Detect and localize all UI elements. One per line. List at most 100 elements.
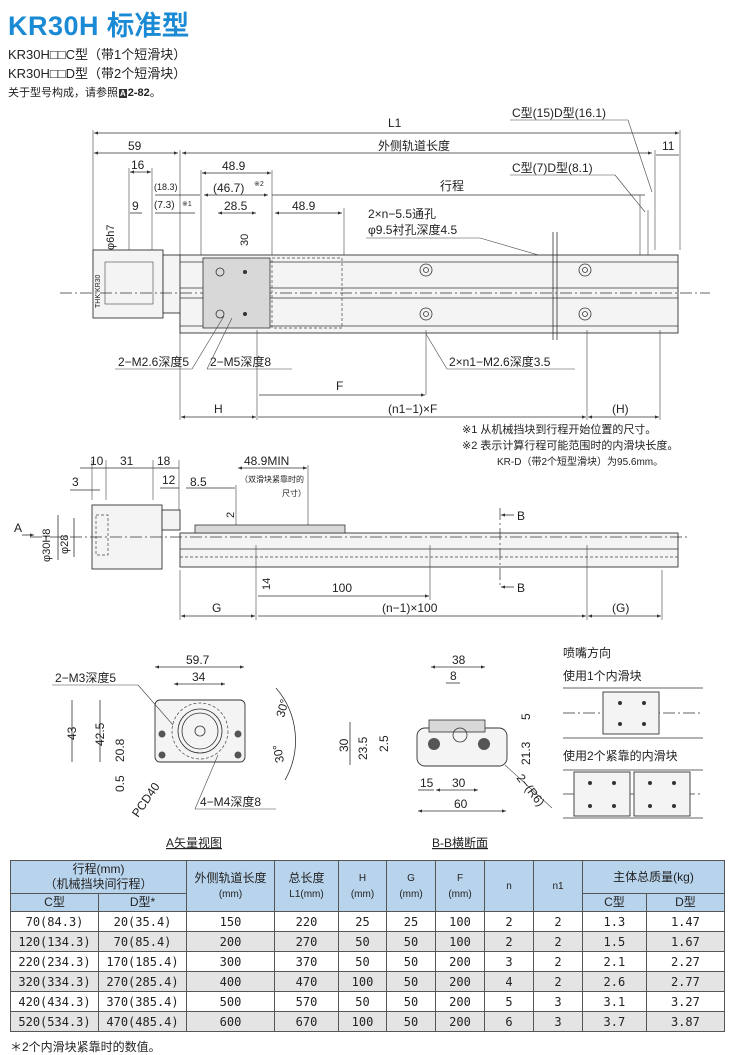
view-a-marker: A xyxy=(14,521,22,535)
table-cell: 50 xyxy=(338,931,387,952)
section-slider xyxy=(428,719,486,733)
table-cell: 150 xyxy=(186,911,275,932)
table-cell: 3.27 xyxy=(645,991,726,1012)
table-cell: 500 xyxy=(186,991,275,1012)
table-cell: 600 xyxy=(186,1011,275,1032)
reference-icon: A xyxy=(119,89,127,98)
label-c7-d8: C型(7)D型(8.1) xyxy=(512,161,593,175)
table-cell: 270 xyxy=(274,931,339,952)
slider-side xyxy=(194,524,346,534)
dim-H: H xyxy=(214,402,223,416)
th-mass-d: D型 xyxy=(645,893,726,912)
label-r6: 2−(R6) xyxy=(514,771,548,809)
table-cell: 20(35.4) xyxy=(98,911,187,932)
th-d: D型* xyxy=(98,893,187,912)
dim-phi6h7: φ6h7 xyxy=(105,225,117,251)
label-c15-d16: C型(15)D型(16.1) xyxy=(512,106,606,120)
table-cell: 170(185.4) xyxy=(98,951,187,972)
label-m4: 4−M4深度8 xyxy=(200,794,261,809)
nozzle-two-sliders: 使用2个紧靠的内滑块 xyxy=(563,748,678,763)
nozzle-title: 喷嘴方向 xyxy=(563,645,611,660)
table-cell: 50 xyxy=(338,951,387,972)
angle-30-bottom: 30° xyxy=(270,743,287,764)
dim-59: 59 xyxy=(128,139,142,153)
table-cell: 200 xyxy=(435,991,485,1012)
table-cell: 50 xyxy=(386,991,436,1012)
model-c-line: KR30H□□C型（带1个短滑块） xyxy=(8,47,187,62)
table-cell: 270(285.4) xyxy=(98,971,187,992)
table-cell: 570 xyxy=(274,991,339,1012)
table-cell: 50 xyxy=(338,991,387,1012)
table-cell: 3.87 xyxy=(645,1011,726,1032)
table-cell: 100 xyxy=(338,971,387,992)
dim-34: 34 xyxy=(192,670,206,684)
page-title: KR30H 标准型 xyxy=(8,11,190,41)
table-cell: 420(434.3) xyxy=(10,991,99,1012)
reference-suffix: 。 xyxy=(149,87,161,99)
dim-G: G xyxy=(212,601,221,615)
dim-30: 30 xyxy=(239,234,251,246)
min-note-2: 尺寸） xyxy=(282,488,306,498)
table-cell: 50 xyxy=(386,951,436,972)
table-cell: 200 xyxy=(435,951,485,972)
label-m5: 2−M5深度8 xyxy=(210,354,271,369)
table-cell: 3 xyxy=(484,951,534,972)
table-cell: 1.47 xyxy=(645,911,726,932)
dim-phi30h8: φ30H8 xyxy=(41,529,53,562)
label-pcd40: PCD40 xyxy=(129,780,163,820)
th-mass: 主体总质量(kg) xyxy=(582,860,725,894)
dim-15: 15 xyxy=(420,776,434,790)
section-b-bottom: B xyxy=(517,581,525,595)
table-cell: 370 xyxy=(274,951,339,972)
note2-mark: ※2 xyxy=(254,181,264,188)
min-note-1: （双滑块紧靠时的 xyxy=(240,474,304,484)
dim-10: 10 xyxy=(90,454,104,468)
dim-18-3: (18.3) xyxy=(154,182,178,192)
table-cell: 2 xyxy=(533,931,583,952)
table-cell: 2.27 xyxy=(645,951,726,972)
table-cell: 25 xyxy=(386,911,436,932)
rail-side xyxy=(179,532,679,568)
dim-phi28: φ28 xyxy=(59,535,71,554)
dim-7-3: (7.3) xyxy=(154,200,175,211)
table-cell: 2 xyxy=(533,951,583,972)
table-cell: 2.6 xyxy=(582,971,647,992)
bb-section: 38 8 5 21.3 30 23.5 2.5 15 30 60 2−(R6) … xyxy=(337,653,553,850)
table-cell: 70(84.3) xyxy=(10,911,99,932)
th-n1: n1 xyxy=(533,860,583,912)
dim-5: 5 xyxy=(519,713,533,720)
dim-59-7: 59.7 xyxy=(186,653,210,667)
table-cell: 120(134.3) xyxy=(10,931,99,952)
dim-30-height: 30 xyxy=(337,738,351,752)
dim-46-7: (46.7) xyxy=(213,181,244,195)
dim-100: 100 xyxy=(332,581,352,595)
table-cell: 50 xyxy=(386,971,436,992)
table-cell: 6 xyxy=(484,1011,534,1032)
table-cell: 200 xyxy=(186,931,275,952)
label-m3: 2−M3深度5 xyxy=(55,670,116,685)
table-cell: 1.5 xyxy=(582,931,647,952)
table-cell: 100 xyxy=(338,1011,387,1032)
dim-42-5: 42.5 xyxy=(93,722,107,746)
reference-page-link[interactable]: 2-82 xyxy=(127,87,150,99)
table-cell: 1.3 xyxy=(582,911,647,932)
table-cell: 400 xyxy=(186,971,275,992)
table-cell: 3 xyxy=(533,991,583,1012)
dim-3: 3 xyxy=(72,475,79,489)
table-cell: 2 xyxy=(484,931,534,952)
table-cell: 220 xyxy=(274,911,339,932)
dim-G-paren: (G) xyxy=(612,601,629,615)
dim-8: 8 xyxy=(450,669,457,683)
dim-9: 9 xyxy=(132,199,139,213)
dim-30-width: 30 xyxy=(452,776,466,790)
table-cell: 2.1 xyxy=(582,951,647,972)
dim-12: 12 xyxy=(162,473,176,487)
table-footnote: ＊2个内滑块紧靠时的数值。 xyxy=(10,1040,161,1054)
dim-8-5: 8.5 xyxy=(190,475,207,489)
table-cell: 2.77 xyxy=(645,971,726,992)
